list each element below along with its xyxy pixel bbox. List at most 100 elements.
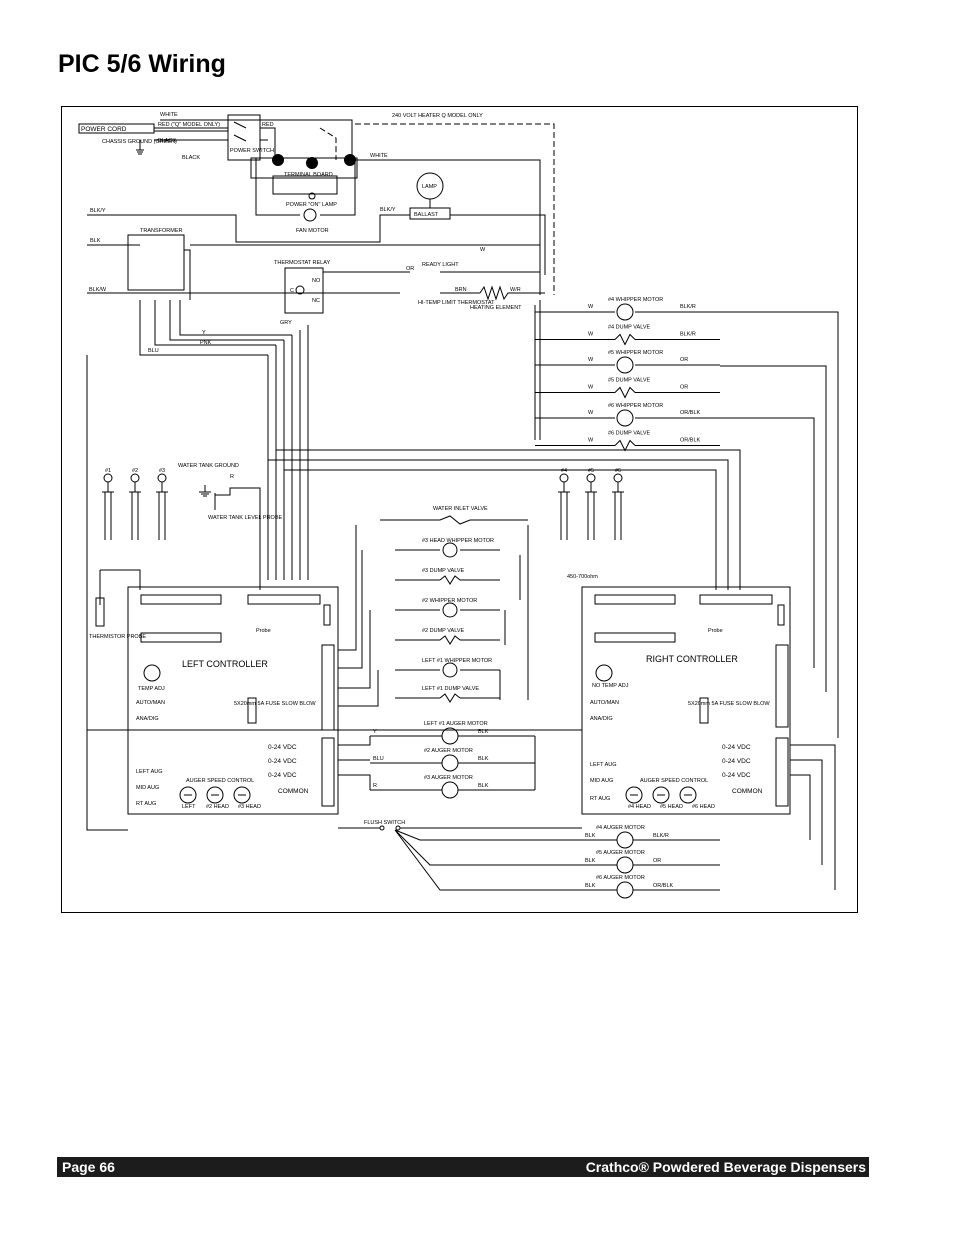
switch-label: #3 [159, 468, 165, 474]
right-load-w: W [588, 357, 594, 363]
right-load-label: #4 WHIPPER MOTOR [608, 297, 663, 303]
label-red: RED [262, 122, 274, 128]
middle-load-label: #2 DUMP VALVE [422, 628, 465, 634]
label-power-on-lamp: POWER "ON" LAMP [286, 202, 337, 208]
label-w-r: W/R [510, 287, 521, 293]
potentiometer-symbol [179, 786, 197, 804]
right-load-wire: OR/BLK [680, 438, 701, 444]
label-black: BLACK [158, 138, 176, 144]
label-fuse-r: 5X20mm 5A FUSE SLOW BLOW [688, 701, 770, 707]
right-load-label: #5 DUMP VALVE [608, 378, 651, 384]
label-pnk: PNK [200, 340, 212, 346]
label-white-2: WHITE [370, 153, 388, 159]
switch-symbol [130, 473, 140, 483]
label-ana-dig-r: ANA/DIG [590, 716, 613, 722]
label-vdc-r-2: 0-24 VDC [722, 758, 751, 765]
auger-motor-symbol [616, 831, 634, 849]
auger-wire-out: BLK [478, 756, 489, 762]
motor-symbol [442, 662, 458, 678]
auger-label: #4 AUGER MOTOR [596, 825, 645, 831]
motor-symbol [442, 542, 458, 558]
label-white: WHITE [160, 112, 178, 118]
label-no-temp-adj: NO TEMP ADJ [592, 683, 629, 689]
auger-wire-in: BLK [585, 883, 596, 889]
middle-load-label: #3 DUMP VALVE [422, 568, 465, 574]
switch-label: #1 [105, 468, 111, 474]
auger-wire-in: Y [373, 729, 377, 735]
auger-wire-out: OR/BLK [653, 883, 674, 889]
middle-load-label: LEFT #1 WHIPPER MOTOR [422, 658, 492, 664]
label-blk-y: BLK/Y [90, 208, 106, 214]
switch-label: #4 [561, 468, 567, 474]
potentiometer-symbol [679, 786, 697, 804]
label-pot-l-3: #3 HEAD [238, 804, 261, 810]
label-vdc-l-1: 0-24 VDC [268, 744, 297, 751]
label-power-cord: POWER CORD [81, 126, 127, 133]
auger-motor-symbol [441, 727, 459, 745]
auger-wire-out: BLK/R [653, 833, 669, 839]
label-red-q: RED ("Q" MODEL ONLY) [158, 122, 220, 128]
label-ballast: BALLAST [414, 212, 439, 218]
label-aug-r-2: MID AUG [590, 778, 613, 784]
auger-wire-out: OR [653, 858, 661, 864]
label-water-inlet-valve: WATER INLET VALVE [433, 506, 488, 512]
right-load-wire: OR/BLK [680, 410, 701, 416]
valve-symbol [439, 575, 461, 585]
potentiometer-symbol [652, 786, 670, 804]
label-pot-r-1: #4 HEAD [628, 804, 651, 810]
auger-wire-out: BLK [478, 729, 489, 735]
label-auto-man-r: AUTO/MAN [590, 700, 619, 706]
label-common-r: COMMON [732, 788, 763, 795]
label-chassis-ground: CHASSIS GROUND (GREEN) [102, 139, 177, 145]
switch-symbol [157, 473, 167, 483]
label-vdc-r-3: 0-24 VDC [722, 772, 751, 779]
label-hi-temp: HI-TEMP LIMIT THERMOSTAT [418, 300, 495, 306]
motor-symbol [442, 602, 458, 618]
label-heating-element: HEATING ELEMENT [470, 305, 522, 311]
valve-symbol [614, 333, 636, 346]
label-blk-y-2: BLK/Y [380, 207, 396, 213]
valve-symbol [614, 439, 636, 452]
label-no: NO [312, 278, 321, 284]
auger-motor-symbol [616, 856, 634, 874]
switch-symbol [586, 473, 596, 483]
valve-symbol [439, 635, 461, 645]
label-water-tank-probe: WATER TANK LEVEL PROBE [208, 515, 282, 521]
right-load-w: W [588, 385, 594, 391]
right-load-w: W [588, 332, 594, 338]
right-load-w: W [588, 438, 594, 444]
switch-label: #5 [588, 468, 594, 474]
switch-symbol [103, 473, 113, 483]
auger-label: LEFT #1 AUGER MOTOR [424, 721, 488, 727]
label-probe-l: Probe [256, 628, 271, 634]
label-fan-motor: FAN MOTOR [296, 228, 329, 234]
auger-motor-symbol [441, 781, 459, 799]
label-terminal-board: TERMINAL BOARD [284, 172, 333, 178]
label-pot-r-2: #5 HEAD [660, 804, 683, 810]
auger-wire-in: BLK [585, 833, 596, 839]
label-heater-q: 240 VOLT HEATER Q MODEL ONLY [392, 113, 483, 119]
auger-wire-in: R [373, 783, 377, 789]
label-lamp: LAMP [422, 184, 437, 190]
label-auger-speed-r: AUGER SPEED CONTROL [640, 778, 708, 784]
label-gry: GRY [280, 320, 292, 326]
potentiometer-symbol [625, 786, 643, 804]
footer-bar: Page 66 Crathco® Powdered Beverage Dispe… [57, 1157, 869, 1177]
label-aug-r-1: LEFT AUG [590, 762, 617, 768]
right-load-wire: BLK/R [680, 332, 696, 338]
label-black-2: BLACK [182, 155, 200, 161]
label-pot-l-2: #2 HEAD [206, 804, 229, 810]
label-aug-r-3: RT AUG [590, 796, 610, 802]
label-aug-l-2: MID AUG [136, 785, 159, 791]
switch-symbol [559, 473, 569, 483]
right-load-label: #5 WHIPPER MOTOR [608, 350, 663, 356]
middle-load-label: #3 HEAD WHIPPER MOTOR [422, 538, 494, 544]
diagram-frame [61, 106, 858, 913]
label-vdc-l-3: 0-24 VDC [268, 772, 297, 779]
page-number: Page 66 [62, 1159, 115, 1175]
potentiometer-symbol [233, 786, 251, 804]
label-aug-l-1: LEFT AUG [136, 769, 163, 775]
label-pot-r-3: #6 HEAD [692, 804, 715, 810]
potentiometer-symbol [206, 786, 224, 804]
